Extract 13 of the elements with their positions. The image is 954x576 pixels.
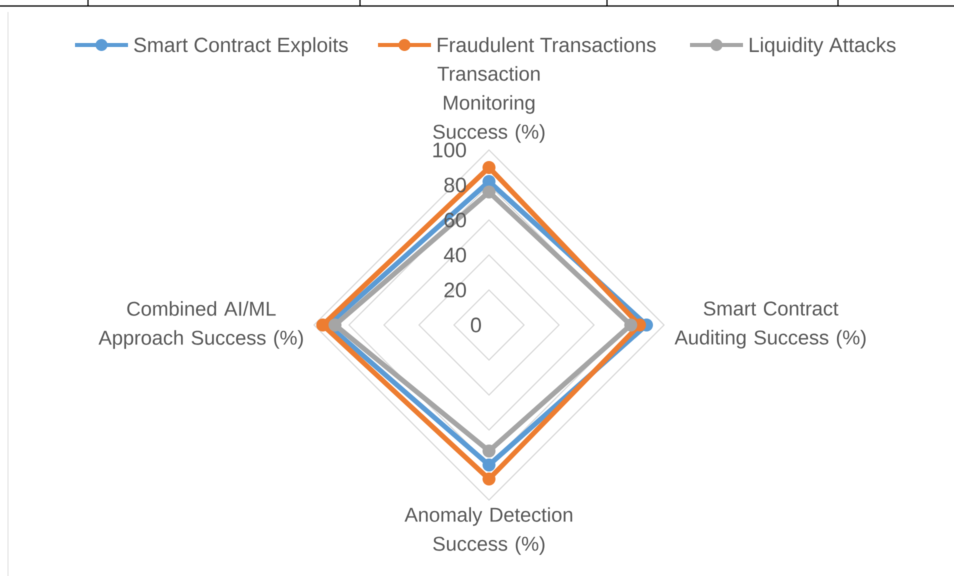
- legend-label: Smart Contract Exploits: [134, 37, 348, 56]
- legend-label: Liquidity Attacks: [750, 37, 896, 56]
- axis-label: Transaction Monitoring Success (%): [433, 66, 544, 143]
- axis-label: Combined AI/ML Approach Success (%): [98, 301, 303, 349]
- tick-label: 0: [470, 318, 481, 332]
- legend-label: Fraudulent Transactions: [438, 37, 656, 52]
- axis-label: Anomaly Detection Success (%): [404, 507, 572, 555]
- tick-label: 100: [433, 142, 466, 158]
- axis-label: Smart Contract Auditing Success (%): [674, 301, 866, 349]
- tick-label: 20: [444, 282, 466, 298]
- tick-label: 80: [444, 178, 466, 192]
- tick-label: 60: [444, 212, 466, 228]
- tick-label: 40: [444, 248, 466, 262]
